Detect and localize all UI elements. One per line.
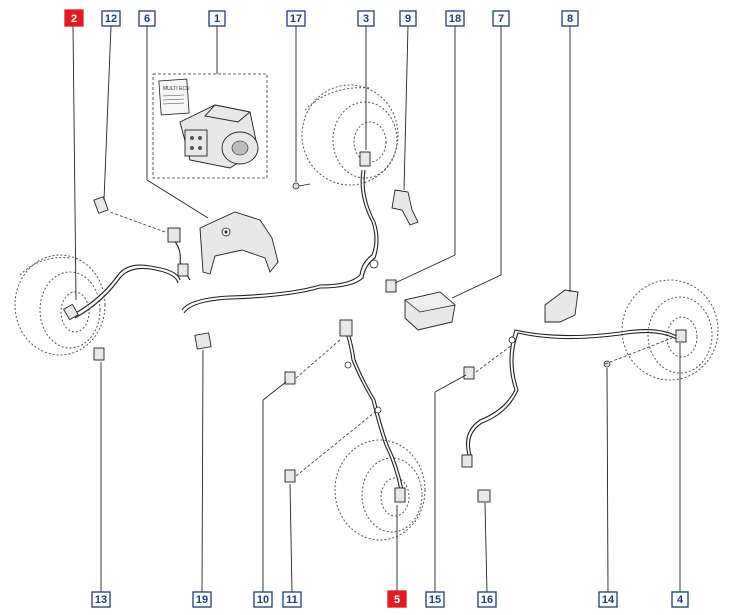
- svg-text:17: 17: [290, 13, 302, 25]
- wheel-front-right: [301, 84, 399, 186]
- installation-lines: [109, 211, 673, 477]
- svg-text:9: 9: [405, 13, 411, 25]
- svg-text:1: 1: [214, 13, 220, 25]
- callout-1[interactable]: 1: [208, 10, 226, 27]
- part-14-screw: [603, 360, 611, 368]
- callout-2[interactable]: 2: [64, 9, 84, 27]
- svg-text:2: 2: [71, 13, 77, 25]
- callout-6[interactable]: 6: [138, 10, 156, 27]
- svg-text:15: 15: [429, 594, 441, 606]
- callout-11[interactable]: 11: [282, 591, 302, 608]
- abs-bracket: [199, 211, 279, 275]
- svg-text:12: 12: [105, 13, 117, 25]
- svg-text:6: 6: [144, 13, 150, 25]
- part-7-acceleration-sensor: [404, 291, 456, 331]
- callout-18[interactable]: 18: [445, 10, 465, 27]
- callout-17[interactable]: 17: [286, 10, 306, 27]
- svg-text:7: 7: [498, 13, 504, 25]
- callout-19[interactable]: 19: [192, 591, 212, 608]
- svg-text:3: 3: [363, 13, 369, 25]
- part-15-clip: [463, 366, 475, 380]
- leader-lines: [72, 25, 681, 593]
- svg-text:19: 19: [196, 594, 208, 606]
- svg-text:14: 14: [602, 594, 615, 606]
- svg-text:18: 18: [449, 13, 461, 25]
- abs-unit-info-card: MULTI ECU: [158, 78, 190, 116]
- svg-text:8: 8: [567, 13, 573, 25]
- svg-text:11: 11: [286, 594, 298, 606]
- wheel-front-left: [14, 254, 106, 356]
- callout-14[interactable]: 14: [598, 591, 618, 608]
- callout-12[interactable]: 12: [101, 10, 121, 27]
- callout-4[interactable]: 4: [671, 591, 689, 608]
- part-19-clip: [194, 332, 212, 350]
- callout-8[interactable]: 8: [561, 10, 579, 27]
- callout-10[interactable]: 10: [253, 591, 273, 608]
- callout-15[interactable]: 15: [425, 591, 445, 608]
- svg-text:16: 16: [481, 594, 493, 606]
- svg-text:5: 5: [394, 594, 400, 606]
- callout-7[interactable]: 7: [492, 10, 510, 27]
- front-left-sensor-cable: [63, 263, 182, 321]
- rear-left-sensor-cable: [339, 319, 406, 503]
- main-sensor-cable: [181, 151, 379, 314]
- part-12-clip: [93, 196, 109, 214]
- callout-3[interactable]: 3: [357, 10, 375, 27]
- part-8-bracket: [544, 289, 579, 323]
- svg-text:10: 10: [257, 594, 269, 606]
- part-16-clip: [477, 489, 491, 503]
- callout-9[interactable]: 9: [399, 10, 417, 27]
- callout-5[interactable]: 5: [387, 590, 407, 608]
- abs-hydraulic-unit: MULTI ECU: [152, 73, 268, 179]
- part-13-clip: [93, 347, 105, 361]
- part-9-bracket: [391, 189, 419, 226]
- svg-text:MULTI ECU: MULTI ECU: [163, 86, 190, 92]
- wheel-rear-left: [334, 439, 426, 541]
- svg-text:13: 13: [95, 594, 107, 606]
- wheel-rear-right: [621, 279, 719, 381]
- rear-right-sensor-cable: [461, 328, 687, 468]
- part-11-clip: [284, 469, 296, 483]
- part-10-clip: [284, 371, 296, 385]
- callout-13[interactable]: 13: [91, 591, 111, 608]
- callout-16[interactable]: 16: [477, 591, 497, 608]
- bracket-connector-cable: [167, 227, 191, 281]
- part-17-screw: [292, 182, 311, 190]
- part-18-clip: [385, 279, 397, 293]
- svg-text:4: 4: [677, 594, 684, 606]
